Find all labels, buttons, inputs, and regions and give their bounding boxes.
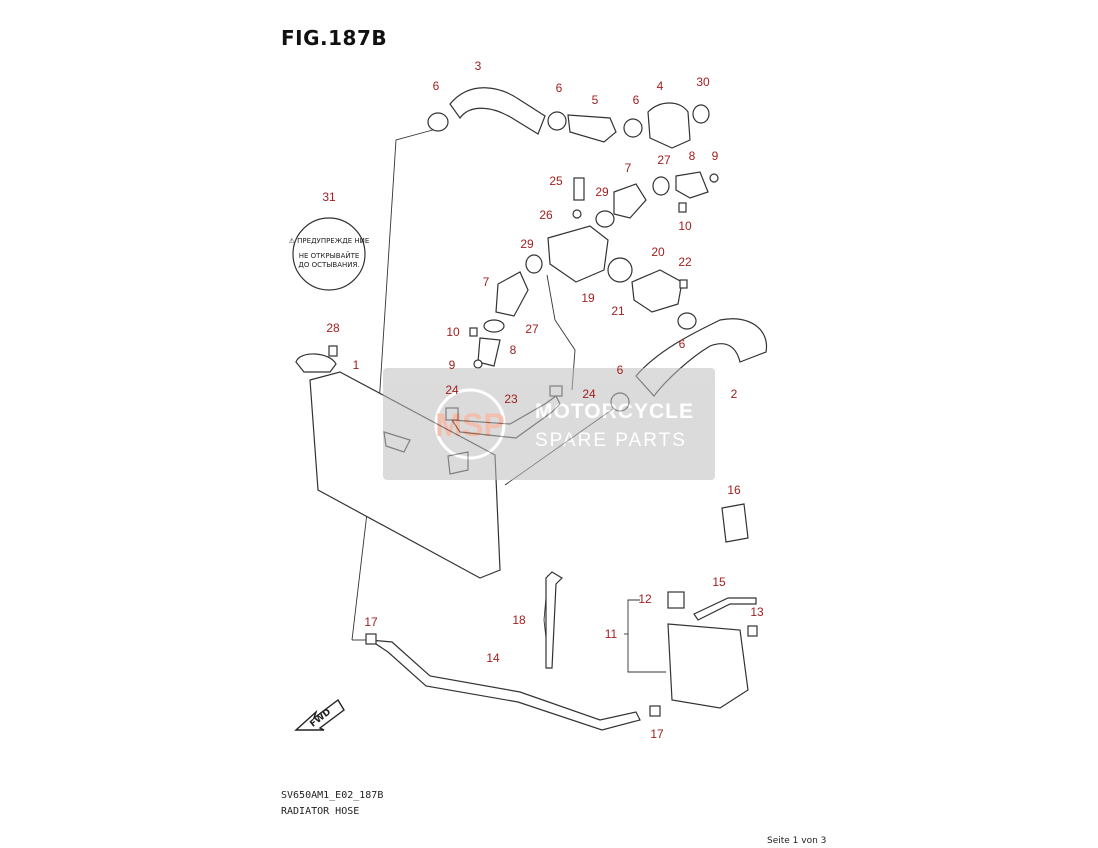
fitting-8-upper[interactable] [675,171,709,199]
callout-22[interactable]: 22 [678,255,692,269]
callout-16[interactable]: 16 [727,483,741,497]
forward-arrow: FWD [294,698,345,731]
callout-10[interactable]: 10 [678,219,692,233]
o-ring-9-lower[interactable] [473,359,483,369]
reservoir-tank-11[interactable] [667,623,749,709]
callout-5[interactable]: 5 [592,93,599,107]
overflow-hose-15[interactable] [693,597,757,621]
callout-6[interactable]: 6 [633,93,640,107]
fitting-8-lower[interactable] [477,337,501,367]
model-code: SV650AM1_E02_187B [281,790,384,801]
callout-14[interactable]: 14 [486,651,500,665]
watermark: MSP MOTORCYCLE SPARE PARTS [383,368,715,480]
sensor-25[interactable] [573,177,585,201]
callout-3[interactable]: 3 [475,59,482,73]
callout-6[interactable]: 6 [556,81,563,95]
callout-27[interactable]: 27 [525,322,539,336]
bolt-10-lower[interactable] [469,327,478,337]
callout-1[interactable]: 1 [353,358,360,372]
pad-16[interactable] [721,503,749,543]
hose-4[interactable] [647,102,691,149]
clamp-27-lower[interactable] [483,319,505,333]
callout-30[interactable]: 30 [696,75,710,89]
clamp-30[interactable] [692,104,710,124]
clamp-6-top-right[interactable] [623,118,643,138]
bolt-13[interactable] [747,625,758,637]
callout-19[interactable]: 19 [581,291,595,305]
warning-label-31[interactable] [292,217,366,291]
warning-label-line2: НЕ ОТКРЫВАЙТЕ [299,251,360,260]
upper-hose-3[interactable] [449,87,546,135]
reservoir-cap-12[interactable] [667,591,685,609]
bolt-28[interactable] [328,345,338,357]
callout-24[interactable]: 24 [445,383,459,397]
thermostat-cover-20[interactable] [631,269,683,313]
callout-12[interactable]: 12 [638,592,652,606]
callout-8[interactable]: 8 [689,149,696,163]
callout-7[interactable]: 7 [625,161,632,175]
clamp-17-left[interactable] [365,633,377,645]
section-name: RADIATOR HOSE [281,806,360,817]
figure-title: FIG.187B [281,26,388,50]
callout-31[interactable]: 31 [322,190,336,204]
callout-29[interactable]: 29 [520,237,534,251]
callout-17[interactable]: 17 [650,727,664,741]
water-pipe-5[interactable] [567,114,617,143]
callout-6[interactable]: 6 [433,79,440,93]
callout-7[interactable]: 7 [483,275,490,289]
callout-24[interactable]: 24 [582,387,596,401]
callout-27[interactable]: 27 [657,153,671,167]
warning-label-line3: ДО ОСТЫВАНИЯ. [298,261,359,269]
callout-13[interactable]: 13 [750,605,764,619]
clamp-29-lower[interactable] [525,254,543,274]
callout-15[interactable]: 15 [712,575,726,589]
o-ring-9-upper[interactable] [709,173,719,183]
watermark-line1: MOTORCYCLE [535,400,694,423]
bolt-10-upper[interactable] [678,202,687,213]
washer-26[interactable] [572,209,582,219]
callout-8[interactable]: 8 [510,343,517,357]
clamp-6-top-mid[interactable] [547,111,567,131]
callout-26[interactable]: 26 [539,208,553,222]
clamp-27-upper[interactable] [652,176,670,196]
clamp-29-upper[interactable] [595,210,615,228]
callout-11[interactable]: 11 [605,627,618,641]
callout-28[interactable]: 28 [326,321,340,335]
callout-10[interactable]: 10 [446,325,460,339]
callout-18[interactable]: 18 [512,613,526,627]
callout-4[interactable]: 4 [657,79,664,93]
reservoir-hose-14[interactable] [369,639,641,731]
watermark-line2: SPARE PARTS [535,430,687,451]
callout-17[interactable]: 17 [364,615,378,629]
callout-25[interactable]: 25 [549,174,563,188]
watermark-logo: MSP [435,407,504,443]
hose-7-lower[interactable] [495,271,529,317]
callout-9[interactable]: 9 [712,149,719,163]
callout-20[interactable]: 20 [651,245,665,259]
callout-6[interactable]: 6 [617,363,624,377]
warning-label-line1: ⚠ ПРЕДУПРЕЖДЕ НИЕ [289,237,370,245]
stay-18[interactable] [545,571,563,669]
thermostat-21[interactable] [607,257,633,283]
callout-21[interactable]: 21 [611,304,625,318]
clamp-6-hose-upper[interactable] [677,312,697,330]
callout-2[interactable]: 2 [731,387,738,401]
thermostat-housing-19[interactable] [547,225,609,283]
clamp-17-right[interactable] [649,705,661,717]
callout-9[interactable]: 9 [449,358,456,372]
hose-7-upper[interactable] [613,183,647,219]
clamp-6-top-left[interactable] [427,112,449,132]
radiator-cap-1[interactable] [295,353,337,373]
callout-29[interactable]: 29 [595,185,609,199]
callout-23[interactable]: 23 [504,392,518,406]
page-indicator: Seite 1 von 3 [767,836,827,846]
bolt-22[interactable] [679,279,688,289]
callout-6[interactable]: 6 [679,337,686,351]
